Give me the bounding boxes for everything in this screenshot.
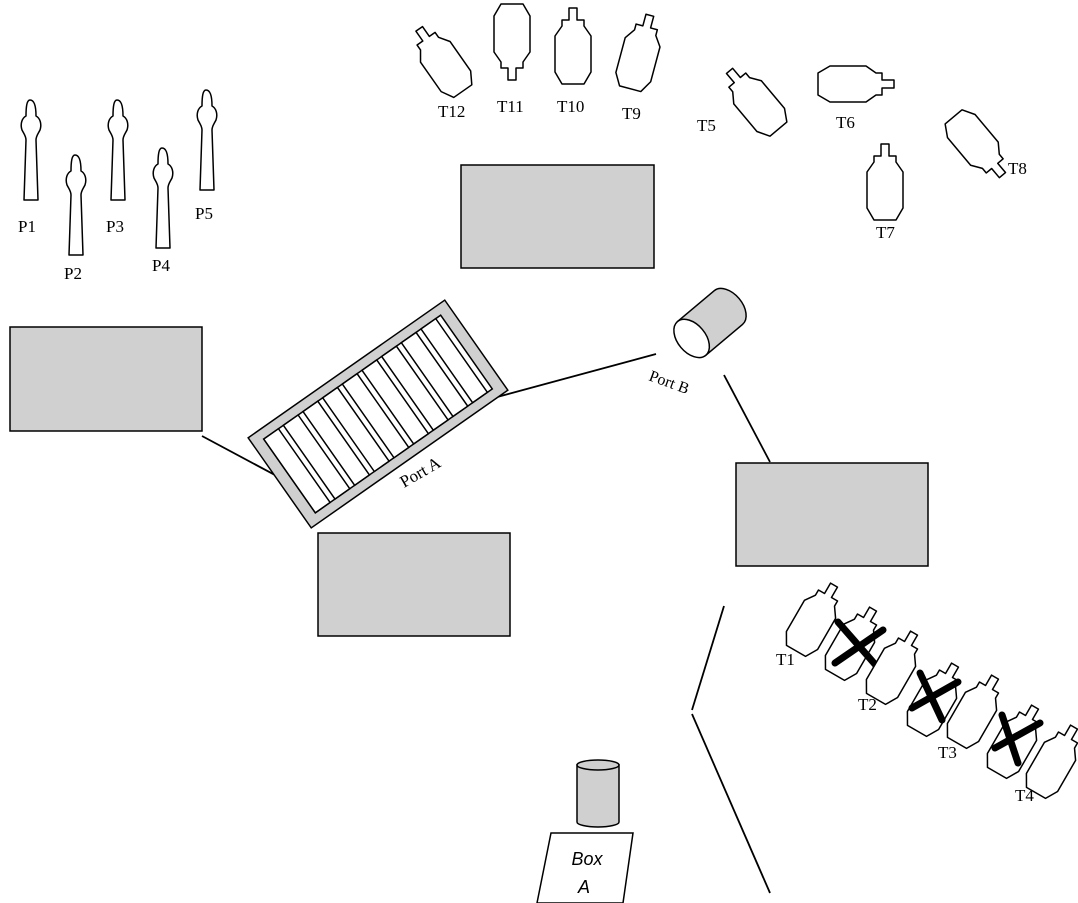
target-label: T5 [697,116,716,135]
target-x2 [900,655,972,741]
target-label: T2 [858,695,877,714]
box-a: Box A [536,832,634,903]
boundary-line-lower [691,713,771,894]
x-mark [908,678,962,712]
target-label: T12 [438,102,465,121]
block-right [735,462,929,567]
target-t9: T9 [612,9,668,123]
target-t6: T6 [817,65,895,132]
target-label: T11 [497,97,524,116]
target-label: T9 [622,104,641,123]
link-port-b-to-right-block [723,374,771,463]
target-t8: T8 [939,104,1027,188]
port-b [673,287,747,359]
target-label: T7 [876,223,895,242]
target-label: T1 [776,650,795,669]
target-label: T3 [938,743,957,762]
target-x3 [980,697,1052,783]
target-t11: T11 [493,3,531,116]
boundary-line-upper [691,605,725,711]
block-left [9,326,203,432]
box-a-label-line2: A [577,877,590,897]
box-a-label-line1: Box [571,849,603,869]
port-a [247,299,509,529]
person-p4: P4 [152,147,174,275]
person-label: P3 [106,217,124,236]
person-label: P5 [195,204,213,223]
target-t4: T4 [1015,717,1078,805]
person-label: P2 [64,264,82,283]
target-x1 [818,599,890,685]
person-p1: P1 [18,99,42,236]
target-t10: T10 [554,7,592,116]
person-p5: P5 [195,89,218,223]
target-t5: T5 [697,58,793,142]
person-label: P1 [18,217,36,236]
person-p2: P2 [64,154,87,283]
target-t2: T2 [858,623,931,714]
person-p3: P3 [106,99,129,236]
target-label: T10 [557,97,584,116]
target-label: T4 [1015,786,1034,805]
target-t3: T3 [938,667,1012,762]
target-label: T6 [836,113,855,132]
box-a-cylinder [576,759,620,828]
target-label: T8 [1008,159,1027,178]
target-t1: T1 [776,575,851,669]
link-port-a-to-port-b [485,353,657,401]
x-mark [991,719,1044,752]
person-label: P4 [152,256,170,275]
port-b-label: Port B [647,368,692,398]
x-mark [831,626,887,667]
block-lower-center [317,532,511,637]
target-t12: T12 [403,17,479,121]
block-top-center [460,164,655,269]
target-t7: T7 [866,143,904,242]
